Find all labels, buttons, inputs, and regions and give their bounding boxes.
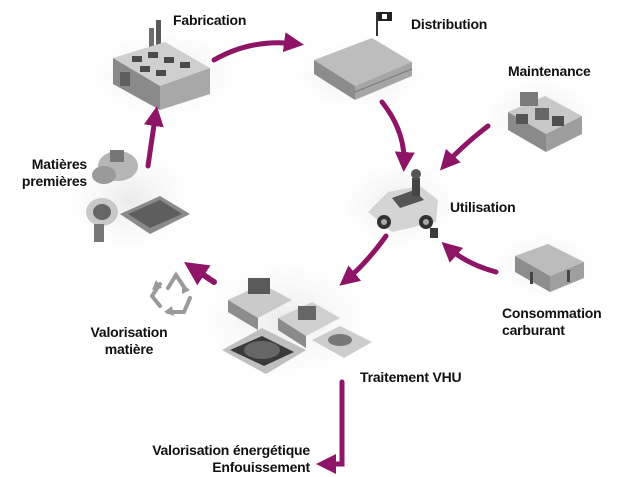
- recycle-icon: [149, 271, 192, 316]
- dealership-icon: [314, 12, 413, 100]
- fuel-station-icon: [515, 244, 584, 292]
- car-icon: [368, 169, 438, 238]
- label-matieres-line1: Matières: [31, 156, 87, 172]
- arrow-consommation-to-utilisation: [441, 241, 499, 275]
- label-valorisation-energetique-line1: Valorisation énergétique: [152, 442, 310, 458]
- label-valorisation-matiere-line2: matière: [104, 341, 154, 357]
- label-valorisation-matiere: Valorisation matière: [70, 324, 188, 358]
- label-maintenance: Maintenance: [508, 63, 591, 79]
- label-enfouissement: Enfouissement: [212, 459, 310, 475]
- cycle-arrows: [143, 32, 499, 474]
- recycling-plant-icon: [222, 278, 372, 374]
- arrow-traitement-to-valorisation-matiere: [184, 262, 217, 286]
- label-valorisation-matiere-line1: Valorisation: [90, 324, 168, 340]
- arrow-traitement-to-valorisation-energetique: [316, 379, 345, 474]
- arrow-distribution-to-utilisation: [379, 99, 415, 172]
- label-matieres-line2: premières: [21, 173, 87, 189]
- label-consommation-carburant: Consommation carburant: [502, 305, 602, 339]
- label-traitement-vhu: Traitement VHU: [360, 369, 462, 385]
- arrow-utilisation-to-traitement: [339, 233, 389, 286]
- label-consommation-line2: carburant: [502, 322, 565, 338]
- arrow-matieres-to-fabrication: [143, 106, 164, 169]
- label-valorisation-energetique: Valorisation énergétique Enfouissement: [100, 442, 310, 476]
- arrow-fabrication-to-distribution: [211, 32, 304, 63]
- garage-icon: [508, 92, 582, 152]
- label-consommation-line1: Consommation: [502, 305, 602, 321]
- label-fabrication: Fabrication: [173, 12, 247, 28]
- factory-icon: [113, 20, 210, 110]
- label-utilisation: Utilisation: [450, 199, 516, 215]
- raw-materials-icon: [86, 150, 190, 242]
- label-distribution: Distribution: [411, 16, 488, 32]
- label-matieres-premieres: Matières premières: [5, 156, 87, 190]
- arrow-maintenance-to-utilisation: [439, 123, 491, 171]
